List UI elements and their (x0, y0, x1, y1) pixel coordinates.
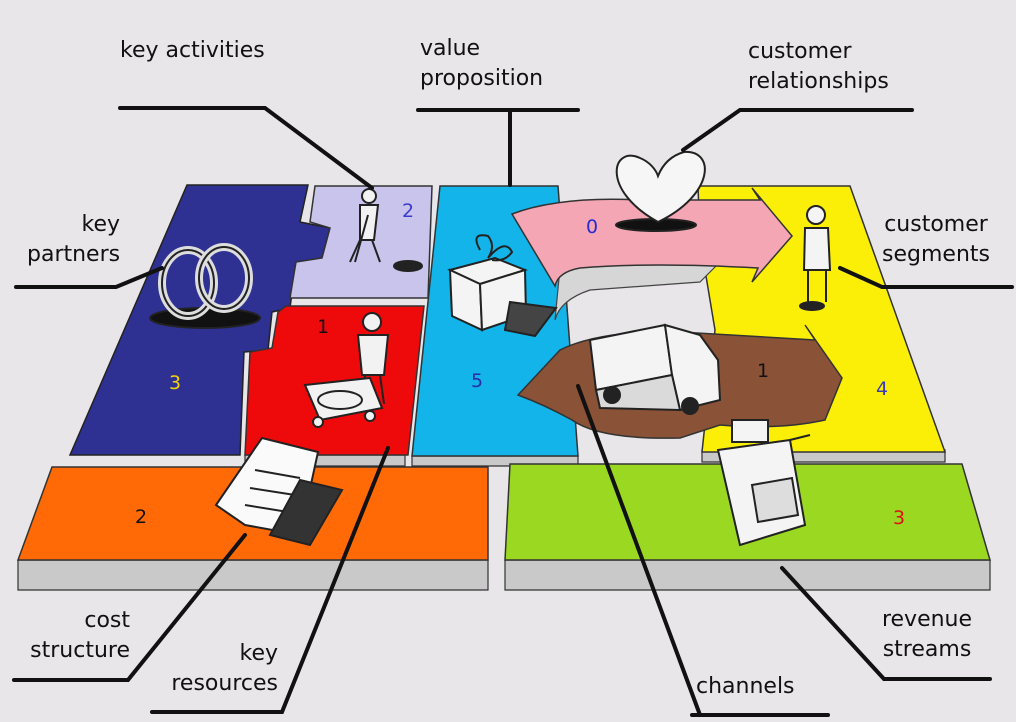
customer-relationships-leader (681, 108, 914, 152)
key-resources-leader (150, 446, 390, 714)
customer-segments-label-line-1: customer (884, 212, 988, 237)
key-resources-label-line-2: resources (171, 671, 278, 696)
standing-person-icon (799, 205, 832, 311)
key-activities-label: key activities (120, 38, 265, 63)
customer-relationships-label-line-2: relationships (748, 69, 889, 94)
key-resources-label: key resources (166, 639, 278, 699)
channels-label: channels (696, 674, 795, 699)
key-partners-leader (14, 266, 164, 289)
heart-icon (615, 150, 706, 232)
revenue-streams-number: 3 (893, 507, 906, 529)
key-resources-number: 1 (317, 316, 330, 338)
customer-segments-leader (838, 266, 1014, 289)
rings-icon (149, 243, 261, 329)
revenue-streams-label: revenue streams (880, 605, 974, 665)
customer-relationships-label: customer relationships (748, 37, 889, 97)
revenue-streams-label-line-2: streams (882, 637, 972, 662)
key-partners-label-line-1: key (81, 212, 120, 237)
value-proposition-label-line-1: value (420, 36, 481, 61)
revenue-streams-label-line-1: revenue (881, 607, 973, 632)
digging-figure-icon (349, 188, 423, 272)
delivery-truck-icon (588, 323, 722, 415)
cost-structure-label-line-1: cost (84, 608, 130, 633)
leader-lines (12, 106, 1014, 717)
value-proposition-number: 5 (471, 370, 484, 392)
value-proposition-label: value proposition (420, 34, 543, 94)
key-activities-leader (118, 106, 374, 190)
value-proposition-label-line-2: proposition (420, 66, 544, 91)
key-resources-label-line-1: key (239, 641, 278, 666)
customer-segments-label: customer segments (880, 210, 992, 270)
key-partners-label: key partners (27, 210, 120, 270)
document-icon (214, 436, 344, 547)
customer-relationships-number: 0 (586, 216, 599, 238)
customer-relationships-label-line-1: customer (748, 39, 852, 64)
cost-structure-leader (12, 533, 247, 682)
channels-leader (576, 384, 830, 717)
cash-register-icon (716, 419, 811, 547)
channels-number: 1 (757, 360, 770, 382)
cost-structure-label-line-2: structure (30, 638, 130, 663)
key-partners-label-line-2: partners (27, 242, 121, 267)
key-activities-number: 2 (402, 200, 415, 222)
customer-segments-label-line-2: segments (882, 242, 990, 267)
revenue-streams-leader (780, 566, 992, 681)
gift-box-icon (447, 234, 558, 338)
cost-structure-number: 2 (135, 506, 148, 528)
value-proposition-leader (416, 108, 580, 187)
key-partners-number: 3 (169, 372, 182, 394)
key-resources-block (244, 305, 425, 456)
customer-relationships-arrow (510, 187, 793, 289)
figure-with-cart-icon (303, 312, 390, 428)
cost-structure-label: cost structure (28, 606, 130, 666)
customer-segments-number: 4 (876, 378, 889, 400)
